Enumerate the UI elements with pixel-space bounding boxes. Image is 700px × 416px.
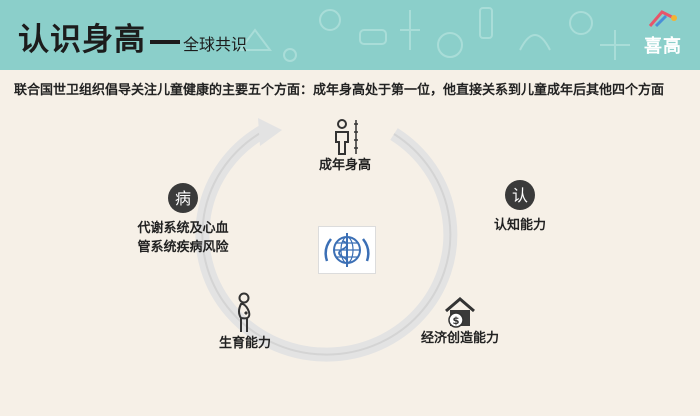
cognition-icon: 认 bbox=[505, 180, 535, 210]
label-economic: 经济创造能力 bbox=[420, 331, 499, 346]
title-group: 认识身高 全球共识 bbox=[18, 14, 248, 58]
logo-mark-icon bbox=[648, 10, 677, 28]
svg-text:$: $ bbox=[453, 316, 460, 327]
label-metabolic-line1: 代谢系统及心血 bbox=[137, 221, 229, 236]
house-money-icon: $ bbox=[445, 297, 475, 328]
brand-logo: 喜高 bbox=[638, 8, 688, 66]
label-cognitive: 认知能力 bbox=[493, 218, 546, 233]
page-title: 认识身高 bbox=[18, 22, 146, 58]
person-height-icon bbox=[335, 119, 358, 155]
who-emblem bbox=[318, 226, 376, 274]
who-emblem-icon bbox=[324, 233, 370, 267]
logo-text: 喜高 bbox=[644, 36, 682, 57]
title-dash bbox=[150, 40, 180, 44]
node-economic: $ 经济创造能力 bbox=[405, 295, 515, 348]
intro-text: 联合国世卫组织倡导关注儿童健康的主要五个方面：成年身高处于第一位，他直接关系到儿… bbox=[14, 83, 665, 98]
node-metabolic: 病 代谢系统及心血 管系统疾病风险 bbox=[118, 183, 248, 257]
label-reproductive: 生育能力 bbox=[218, 336, 271, 351]
page-subtitle: 全球共识 bbox=[183, 35, 248, 54]
medical-pattern-decoration bbox=[238, 7, 630, 62]
node-cognitive: 认 认知能力 bbox=[480, 180, 560, 235]
label-adult-height: 成年身高 bbox=[318, 158, 371, 173]
node-reproductive: 生育能力 bbox=[200, 292, 290, 353]
label-metabolic-line2: 管系统疾病风险 bbox=[137, 240, 229, 255]
header-banner: 认识身高 全球共识 喜高 bbox=[0, 0, 700, 70]
cycle-arrowhead bbox=[258, 118, 282, 146]
disease-icon: 病 bbox=[168, 183, 198, 213]
node-adult-height: 成年身高 bbox=[305, 118, 385, 175]
pregnant-woman-icon bbox=[238, 292, 251, 332]
